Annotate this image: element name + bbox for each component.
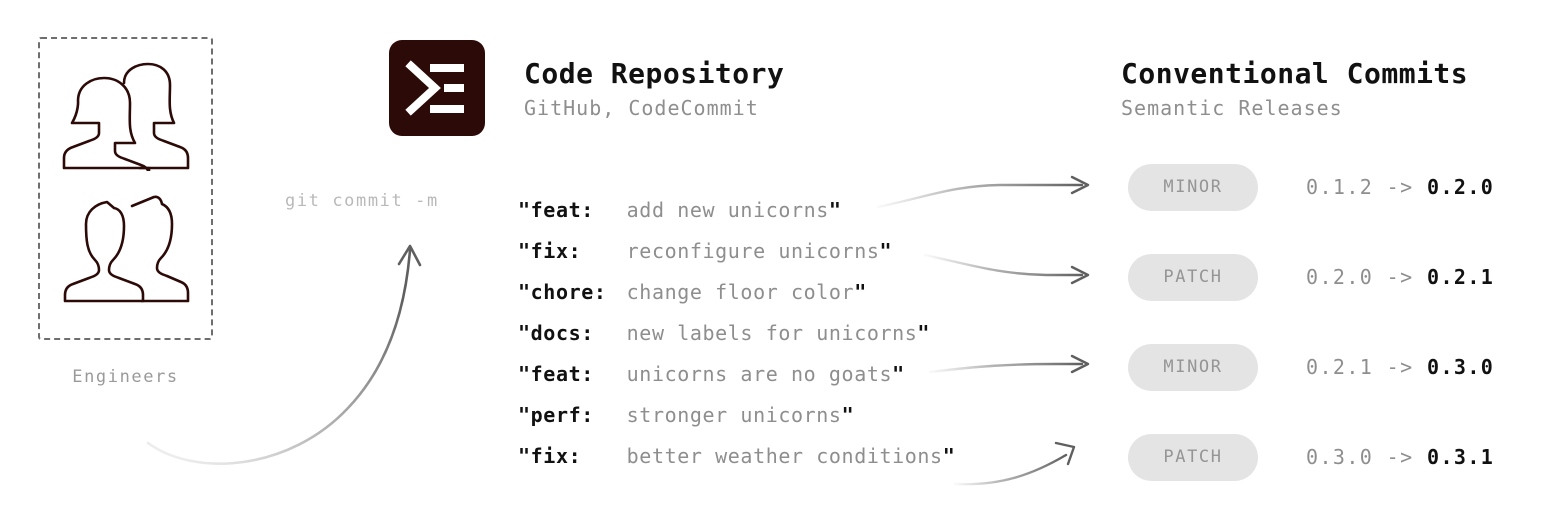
quote-open: ": [518, 239, 531, 263]
release-version-transition: 0.1.2 -> 0.2.0: [1306, 164, 1494, 211]
release-badge-minor: MINOR: [1128, 164, 1258, 211]
commit-row: "chore:change floor color": [518, 272, 955, 313]
commit-type: fix:: [530, 239, 582, 263]
commit-description: change floor color: [626, 280, 855, 304]
release-badge-patch: PATCH: [1128, 434, 1258, 481]
commit-row: "docs:new labels for unicorns": [518, 313, 955, 354]
release-version-transition: 0.2.0 -> 0.2.1: [1306, 254, 1494, 301]
commit-row: "perf:stronger unicorns": [518, 395, 955, 436]
commit-description: new labels for unicorns: [626, 321, 918, 345]
commit-type: feat:: [530, 362, 594, 386]
quote-close: ": [854, 280, 867, 304]
git-command-label: git commit -m: [285, 191, 439, 211]
version-arrow-glyph: ->: [1386, 355, 1414, 379]
quote-open: ": [518, 321, 531, 345]
version-from: 0.2.1: [1306, 355, 1374, 379]
commit-type: fix:: [530, 444, 582, 468]
quote-open: ": [518, 444, 531, 468]
version-from: 0.2.0: [1306, 265, 1374, 289]
commit-row: "fix:better weather conditions": [518, 436, 955, 477]
quote-open: ": [518, 198, 531, 222]
version-arrow-glyph: ->: [1386, 175, 1414, 199]
two-women-icon: [62, 62, 189, 171]
commit-description: add new unicorns: [626, 198, 829, 222]
version-arrow-glyph: ->: [1386, 265, 1414, 289]
version-arrow-glyph: ->: [1386, 445, 1414, 469]
commit-description: unicorns are no goats: [626, 362, 893, 386]
release-version-transition: 0.2.1 -> 0.3.0: [1306, 344, 1494, 391]
repository-subtitle: GitHub, CodeCommit: [524, 96, 759, 120]
commit-description: stronger unicorns: [626, 403, 842, 427]
quote-close: ": [892, 362, 905, 386]
quote-close: ": [828, 198, 842, 222]
quote-close: ": [942, 444, 956, 468]
release-badge-patch: PATCH: [1128, 254, 1258, 301]
commit-type: feat:: [530, 198, 594, 222]
quote-close: ": [841, 403, 855, 427]
commit-message-list: "feat:add new unicorns" "fix:reconfigure…: [518, 190, 955, 477]
conventional-commits-title: Conventional Commits: [1121, 57, 1469, 90]
commit-type: chore:: [530, 280, 607, 304]
commit-row: "feat:unicorns are no goats": [518, 354, 955, 395]
version-to: 0.2.1: [1427, 265, 1495, 289]
version-to: 0.3.1: [1427, 445, 1495, 469]
commit-description: reconfigure unicorns: [626, 239, 880, 263]
quote-open: ": [518, 403, 531, 427]
engineers-label: Engineers: [72, 367, 179, 387]
repository-title: Code Repository: [524, 57, 785, 90]
commit-row: "feat:add new unicorns": [518, 190, 955, 231]
arrow-commit-to-release-4: [953, 441, 1076, 486]
quote-close: ": [879, 239, 893, 263]
quote-open: ": [518, 280, 531, 304]
engineers-group-box: [38, 37, 213, 340]
release-version-transition: 0.3.0 -> 0.3.1: [1306, 434, 1494, 481]
version-from: 0.1.2: [1306, 175, 1374, 199]
commit-type: docs:: [530, 321, 594, 345]
version-to: 0.3.0: [1427, 355, 1495, 379]
release-badge-minor: MINOR: [1128, 344, 1258, 391]
version-from: 0.3.0: [1306, 445, 1374, 469]
conventional-commits-subtitle: Semantic Releases: [1121, 96, 1343, 120]
commit-row: "fix:reconfigure unicorns": [518, 231, 955, 272]
terminal-prompt-icon: [389, 40, 485, 136]
commit-type: perf:: [530, 403, 594, 427]
version-to: 0.2.0: [1427, 175, 1495, 199]
two-men-icon: [63, 195, 189, 303]
quote-close: ": [917, 321, 931, 345]
quote-open: ": [518, 362, 531, 386]
commit-description: better weather conditions: [626, 444, 943, 468]
